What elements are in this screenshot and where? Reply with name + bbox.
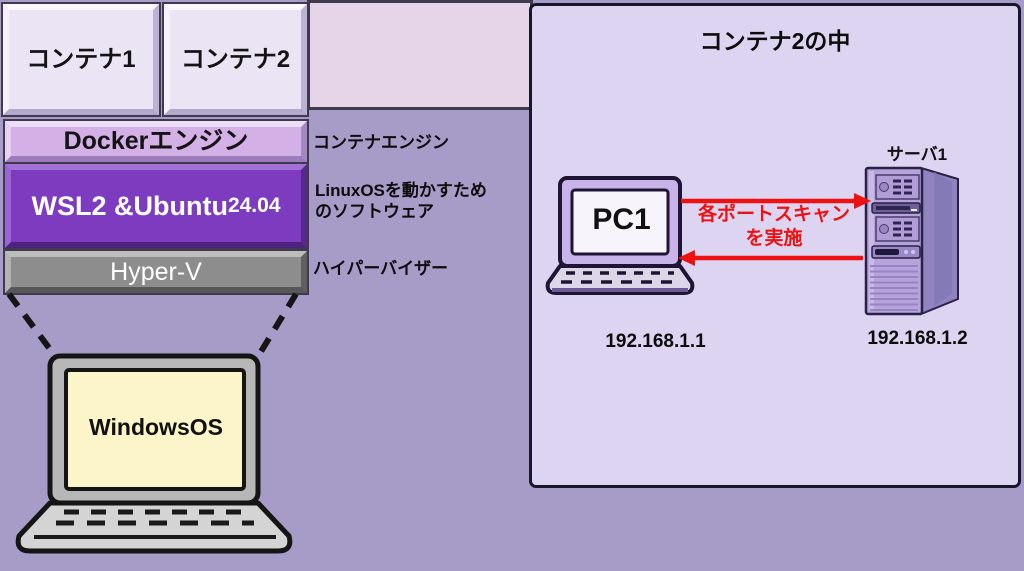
pc1-ip-address: 192.168.1.1: [605, 331, 706, 352]
port-scan-caption: 各ポートスキャン を実施: [688, 203, 860, 251]
container2-detail-connector: [307, 0, 533, 110]
wsl-ubuntu-label: WSL2 &Ubuntu: [31, 190, 228, 221]
panel-title: コンテナ2の中: [699, 28, 851, 54]
annotation-linux-software-line2: のソフトウェア: [315, 202, 434, 221]
pc1-label: PC1: [592, 203, 651, 236]
server1-label: サーバ1: [886, 145, 948, 164]
laptop-icon: [15, 353, 293, 554]
annotation-linux-software: LinuxOSを動かすため のソフトウェア: [315, 180, 487, 222]
server1-ip-address: 192.168.1.2: [867, 328, 968, 349]
port-scan-caption-line1: 各ポートスキャン: [697, 204, 850, 225]
docker-engine-label: Dockerエンジン: [63, 127, 249, 156]
host-os-label: WindowsOS: [89, 414, 223, 440]
container2-label: コンテナ2: [180, 45, 291, 73]
projection-dashed-lines: [6, 292, 299, 370]
annotation-container-engine: コンテナエンジン: [313, 133, 449, 152]
annotation-hypervisor: ハイパーバイザー: [313, 259, 449, 278]
container2-box: コンテナ2: [164, 4, 307, 115]
ubuntu-version-label: 24.04: [227, 193, 281, 217]
hyperv-box: Hyper-V: [5, 251, 307, 293]
hyperv-label: Hyper-V: [110, 257, 202, 286]
container1-box: コンテナ1: [3, 4, 159, 115]
annotation-linux-software-line1: LinuxOSを動かすため: [315, 181, 487, 200]
container1-label: コンテナ1: [26, 45, 136, 73]
docker-engine-box: Dockerエンジン: [5, 121, 307, 162]
port-scan-caption-line2: を実施: [745, 228, 803, 249]
